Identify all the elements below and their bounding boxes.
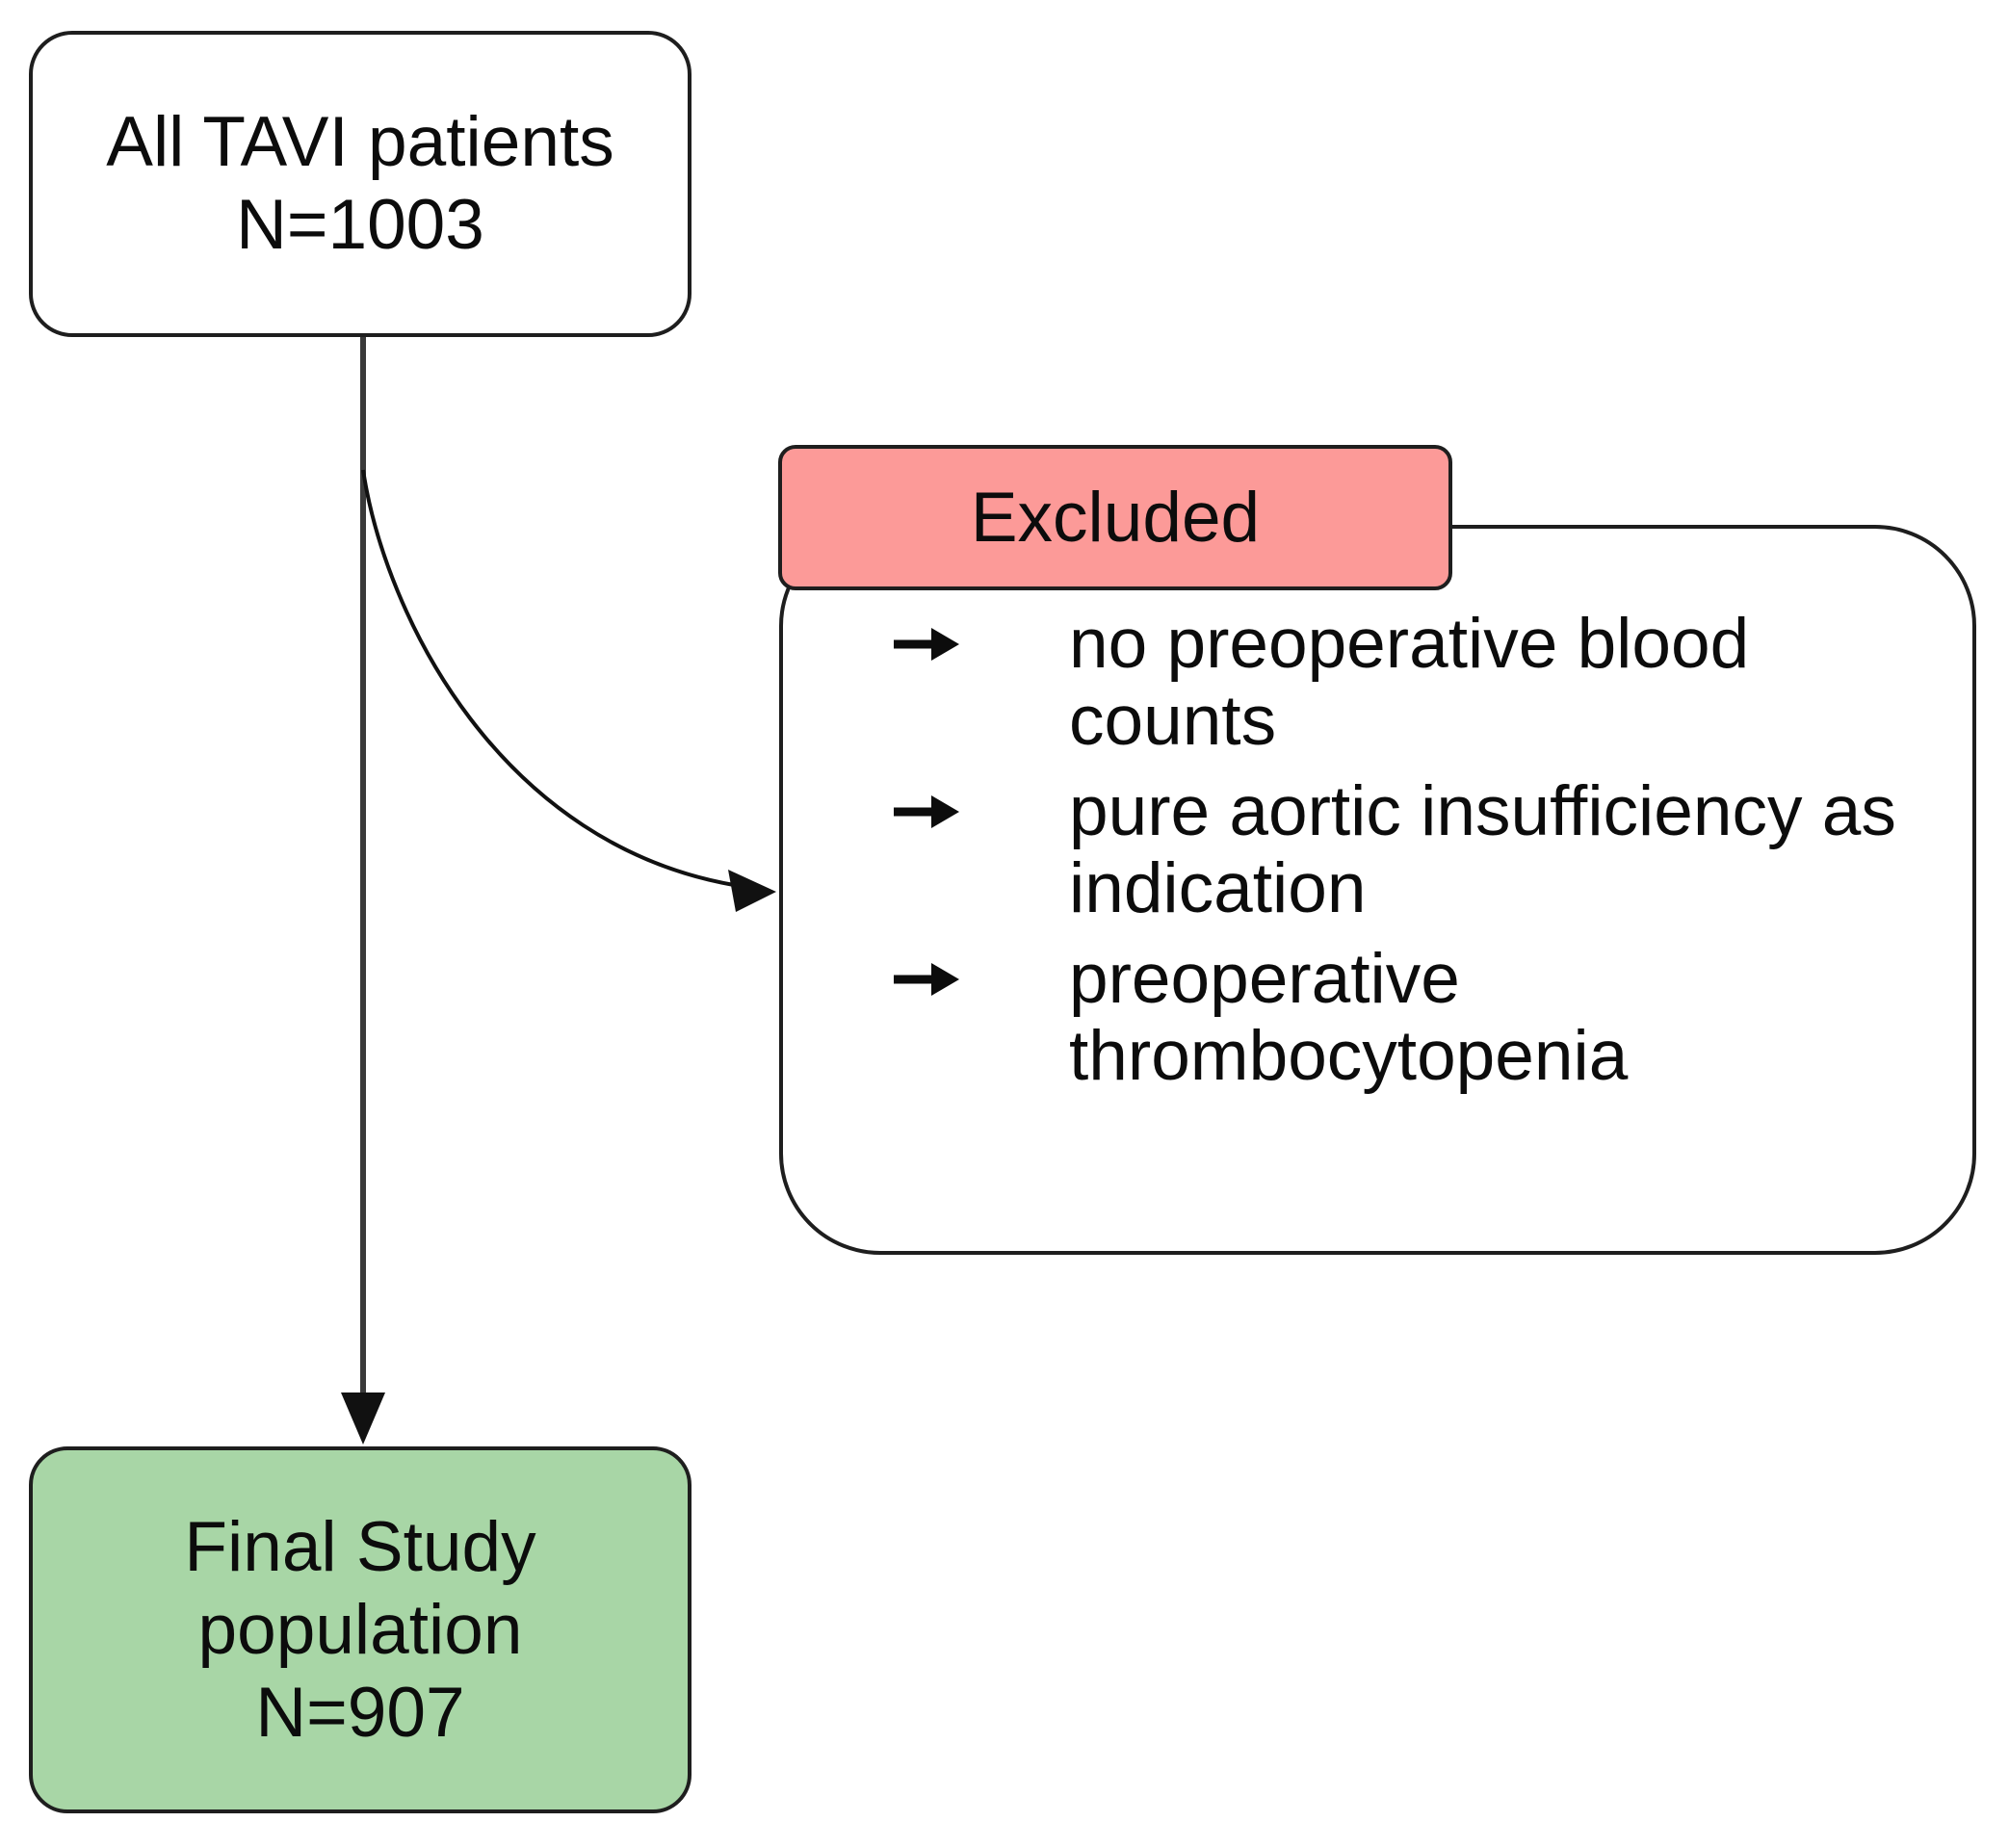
node-all-tavi-patients-line1: All TAVI patients [106, 103, 614, 181]
arrow-right-icon [891, 941, 1069, 1003]
arrow-right-curved-icon [361, 469, 741, 888]
excluded-item-text: pure aortic insufficiency as indication [1069, 772, 1896, 927]
final-population-count: N=907 [255, 1673, 465, 1752]
node-all-tavi-patients-count: N=1003 [236, 186, 484, 264]
arrow-down-head-icon [341, 1393, 385, 1445]
node-final-study-population: Final Study population N=907 [29, 1446, 691, 1813]
excluded-header-label: Excluded [970, 479, 1261, 557]
node-excluded-details: no preoperative blood counts pure aortic… [779, 525, 1976, 1255]
final-population-line1: Final Study [184, 1507, 536, 1586]
excluded-item-text: preoperative thrombocytopenia [1069, 940, 1629, 1095]
excluded-item-text: no preoperative blood counts [1069, 605, 1750, 760]
list-item: no preoperative blood counts [891, 606, 1950, 760]
node-all-tavi-patients: All TAVI patients N=1003 [29, 31, 691, 337]
list-item: preoperative thrombocytopenia [891, 941, 1950, 1095]
list-item: pure aortic insufficiency as indication [891, 773, 1950, 927]
arrow-right-icon [891, 606, 1069, 668]
node-excluded-header: Excluded [778, 445, 1452, 590]
arrow-right-icon [891, 773, 1069, 836]
arrow-right-head-icon [728, 870, 776, 912]
final-population-line2: population [197, 1590, 523, 1669]
excluded-items-list: no preoperative blood counts pure aortic… [891, 606, 1950, 1108]
